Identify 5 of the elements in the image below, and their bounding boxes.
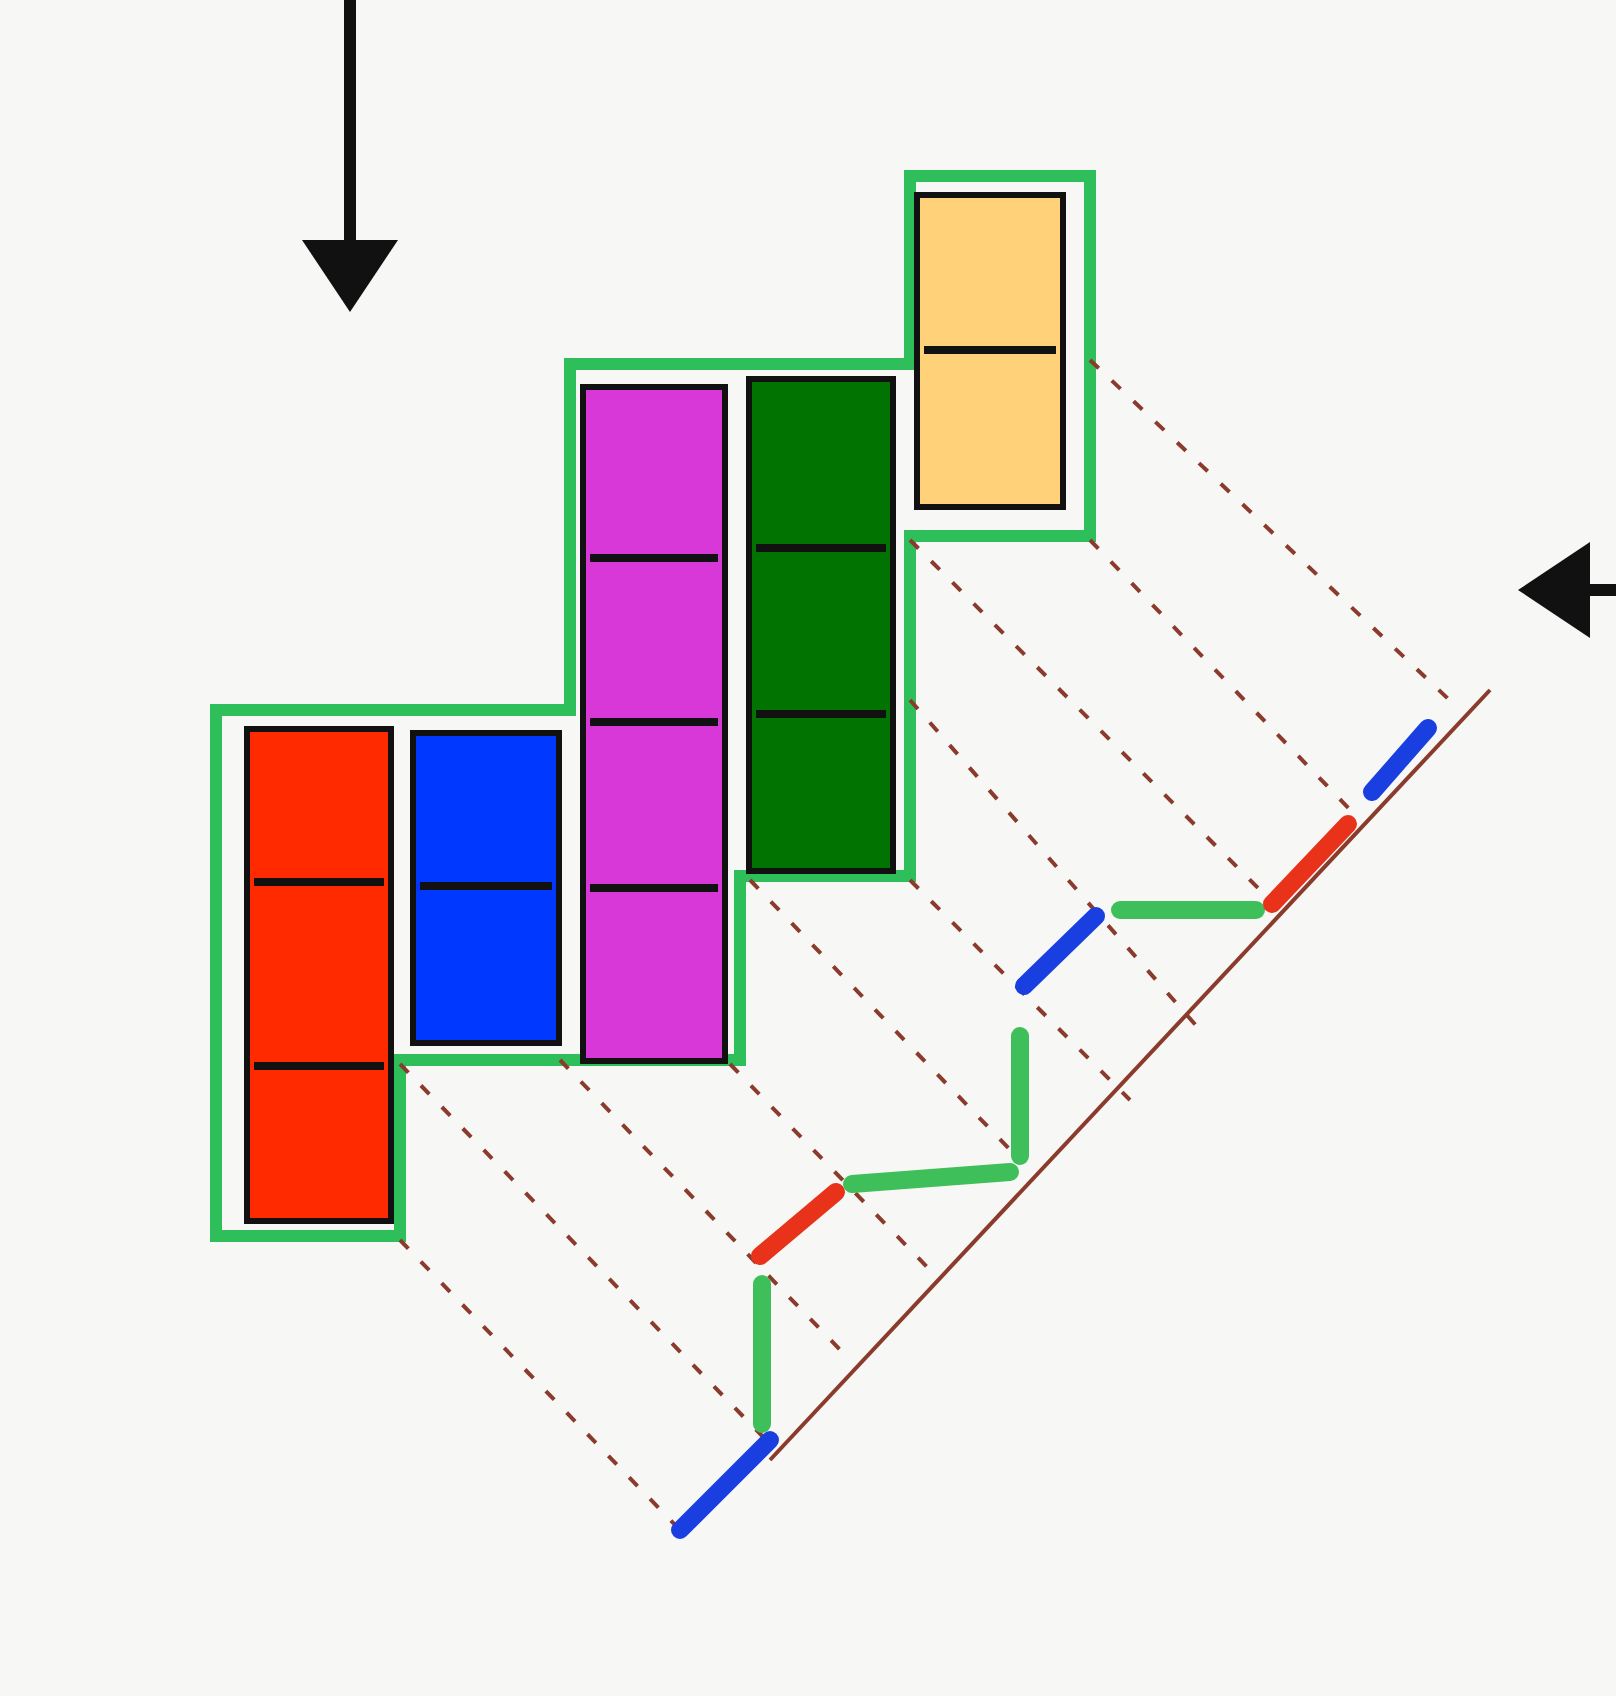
block (244, 726, 394, 1224)
block (580, 384, 728, 1064)
block (746, 376, 896, 874)
block (410, 730, 562, 1046)
block (914, 192, 1066, 510)
